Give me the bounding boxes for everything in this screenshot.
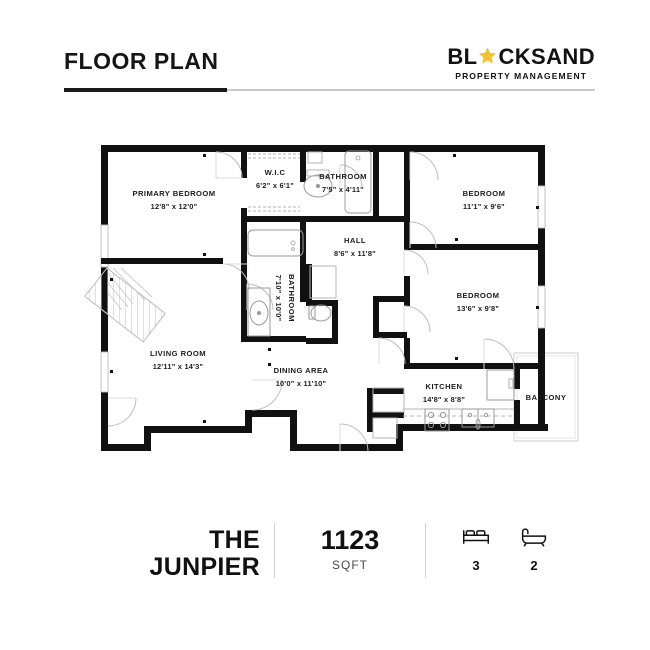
brand-logo: BL CKSAND PROPERTY MANAGEMENT bbox=[447, 45, 595, 81]
room-labels: PRIMARY BEDROOM 12'8" x 12'0" W.I.C 6'2"… bbox=[132, 168, 567, 404]
kitchen-dim: 14'8" x 8'8" bbox=[423, 395, 466, 404]
living-room-dim: 12'11" x 14'3" bbox=[153, 362, 204, 371]
primary-bedroom-label: PRIMARY BEDROOM bbox=[132, 189, 215, 198]
footer-summary: THE JUNPIER 1123 SQFT bbox=[0, 505, 650, 600]
page-title: FLOOR PLAN bbox=[64, 48, 219, 74]
wall-ticks bbox=[110, 154, 539, 448]
dining-area-label: DINING AREA bbox=[274, 366, 329, 375]
room-label-living-room: LIVING ROOM 12'11" x 14'3" bbox=[150, 349, 206, 371]
bathroom1-dim: 7'10" x 10'0" bbox=[274, 275, 283, 322]
living-room-label: LIVING ROOM bbox=[150, 349, 206, 358]
header-divider-light bbox=[227, 89, 595, 91]
toilet-icon bbox=[308, 304, 332, 322]
fixtures bbox=[84, 150, 515, 439]
logo-text-before: BL bbox=[447, 43, 478, 69]
bedroom-spec: 3 bbox=[462, 527, 490, 573]
bedroom2-dim: 11'1" x 9'6" bbox=[463, 202, 505, 211]
room-label-bedroom-3: BEDROOM 13'6" x 9'8" bbox=[457, 291, 500, 313]
footer-divider-2 bbox=[425, 523, 426, 578]
logo-wordmark: BL CKSAND bbox=[447, 45, 595, 68]
footer-divider-1 bbox=[274, 523, 275, 578]
bedroom3-label: BEDROOM bbox=[457, 291, 500, 300]
pantry-cabinets bbox=[372, 387, 405, 439]
unit-name-line2: JUNPIER bbox=[149, 553, 260, 581]
bathtub-icon bbox=[520, 527, 548, 552]
plan-geometry: PRIMARY BEDROOM 12'8" x 12'0" W.I.C 6'2"… bbox=[84, 145, 579, 453]
bathroom2-label: BATHROOM bbox=[319, 172, 367, 181]
bedroom-count: 3 bbox=[472, 558, 480, 573]
room-label-balcony: BALCONY bbox=[526, 393, 567, 402]
specs-block: 3 2 bbox=[440, 527, 570, 573]
bathroom2-dim: 7'5" x 4'11" bbox=[322, 185, 364, 194]
bed-icon bbox=[462, 527, 490, 552]
bathroom1-label: BATHROOM bbox=[287, 274, 296, 322]
room-label-dining-area: DINING AREA 10'0" x 11'10" bbox=[274, 366, 329, 388]
room-label-wic: W.I.C 6'2" x 6'1" bbox=[256, 168, 294, 190]
wic-dim: 6'2" x 6'1" bbox=[256, 181, 294, 190]
windows bbox=[100, 185, 546, 393]
sqft-unit: SQFT bbox=[332, 558, 368, 572]
primary-bedroom-dim: 12'8" x 12'0" bbox=[151, 202, 198, 211]
bedroom2-label: BEDROOM bbox=[463, 189, 506, 198]
room-label-hall: HALL 8'6" x 11'8" bbox=[334, 236, 376, 258]
closet-shelves bbox=[248, 153, 300, 212]
logo-subtitle: PROPERTY MANAGEMENT bbox=[455, 71, 588, 81]
room-label-kitchen: KITCHEN 14'8" x 8'8" bbox=[423, 382, 466, 404]
balcony-label: BALCONY bbox=[526, 393, 567, 402]
bathroom-count: 2 bbox=[530, 558, 538, 573]
header-divider-dark bbox=[64, 88, 227, 92]
unit-name: THE JUNPIER bbox=[110, 527, 260, 581]
sqft-block: 1123 SQFT bbox=[295, 525, 405, 573]
bathroom1-fixtures bbox=[247, 229, 337, 337]
hall-dim: 8'6" x 11'8" bbox=[334, 249, 376, 258]
floor-plan-drawing: PRIMARY BEDROOM 12'8" x 12'0" W.I.C 6'2"… bbox=[0, 108, 650, 488]
bathroom-spec: 2 bbox=[520, 527, 548, 573]
sqft-value: 1123 bbox=[320, 525, 380, 555]
floor-plan-svg: PRIMARY BEDROOM 12'8" x 12'0" W.I.C 6'2"… bbox=[84, 145, 579, 453]
bathroom2-fixtures bbox=[303, 150, 372, 214]
interior-walls bbox=[101, 145, 545, 432]
floor-fill bbox=[101, 145, 578, 451]
hall-label: HALL bbox=[344, 236, 366, 245]
star-icon bbox=[478, 46, 497, 69]
stairs-icon bbox=[84, 267, 167, 343]
logo-text-after: CKSAND bbox=[498, 43, 595, 69]
kitchen-label: KITCHEN bbox=[426, 382, 463, 391]
header: FLOOR PLAN BL CKSAND PROPERTY MANAGEMENT bbox=[0, 0, 650, 100]
wic-label: W.I.C bbox=[265, 168, 286, 177]
header-divider bbox=[64, 88, 595, 92]
room-label-bedroom-2: BEDROOM 11'1" x 9'6" bbox=[463, 189, 506, 211]
room-label-bathroom-1: BATHROOM 7'10" x 10'0" bbox=[274, 274, 296, 322]
room-label-primary-bedroom: PRIMARY BEDROOM 12'8" x 12'0" bbox=[132, 189, 215, 211]
room-label-bathroom-2: BATHROOM 7'5" x 4'11" bbox=[319, 172, 367, 194]
bedroom3-dim: 13'6" x 9'8" bbox=[457, 304, 500, 313]
dining-area-dim: 10'0" x 11'10" bbox=[276, 379, 327, 388]
kitchen-fixtures bbox=[403, 369, 515, 432]
unit-name-line1: THE bbox=[209, 526, 260, 554]
door-swings bbox=[107, 151, 515, 453]
